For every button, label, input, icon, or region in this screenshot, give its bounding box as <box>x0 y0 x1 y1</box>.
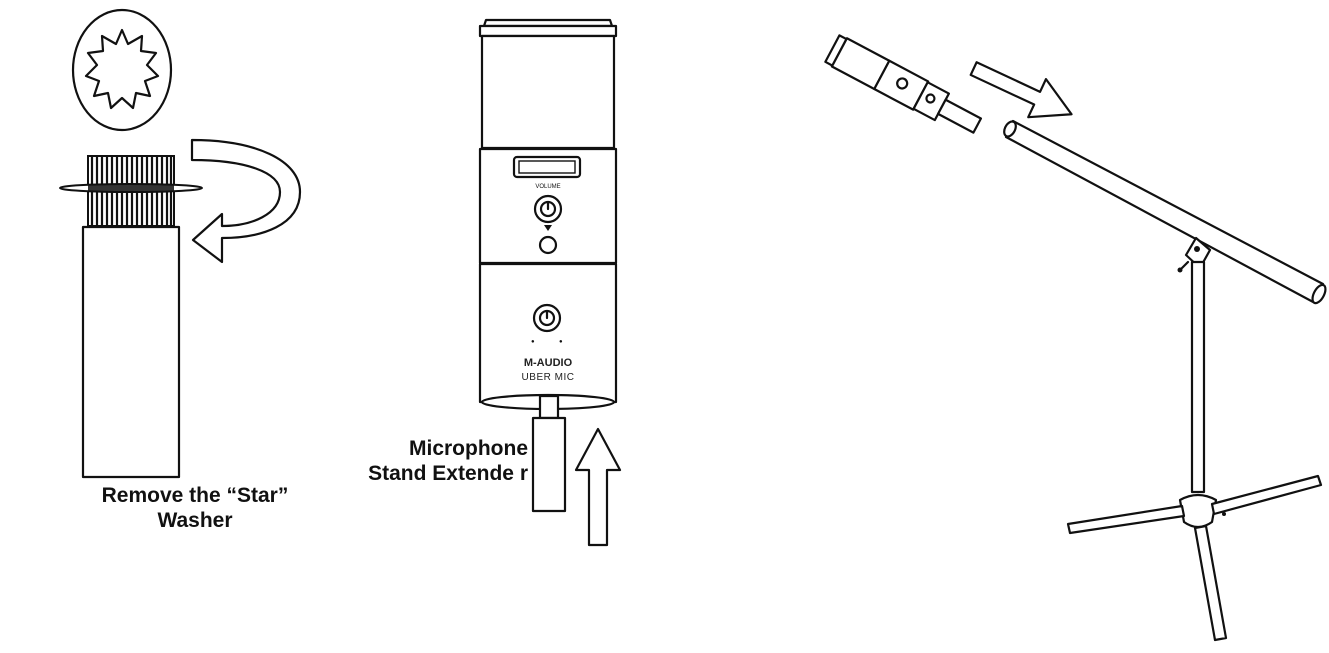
stand-tube <box>81 225 181 479</box>
angled-microphone <box>824 34 983 134</box>
stand-pole <box>1190 260 1206 494</box>
mute-button-icon <box>538 225 558 255</box>
step1-caption: Remove the “Star” Washer <box>100 483 290 533</box>
insert-arrow-icon <box>969 61 1073 119</box>
mic-lower-body <box>478 262 618 404</box>
step3-illustration <box>824 34 1327 642</box>
step2-caption-line-1: Microphone <box>409 437 528 460</box>
mic-display <box>512 155 582 179</box>
svg-text:●: ● <box>559 339 563 345</box>
tripod-legs <box>1066 474 1323 642</box>
mic-brand: M-AUDIO <box>524 357 573 369</box>
stand-extender <box>531 394 567 513</box>
mic-grille <box>480 34 616 150</box>
svg-text:VOLUME: VOLUME <box>535 184 560 190</box>
gain-knob-icon <box>532 303 562 333</box>
step1-illustration <box>59 8 302 479</box>
star-washer-icon <box>71 8 173 132</box>
threaded-stand-top <box>59 155 203 227</box>
volume-knob-icon <box>533 194 563 224</box>
rotate-arrow-icon <box>190 138 302 264</box>
svg-text:●: ● <box>531 339 535 345</box>
mic-top-rim <box>478 24 618 38</box>
up-arrow-icon <box>574 427 622 547</box>
step2-illustration: VOLUME ● ● M-AUDIO UBER MIC <box>478 18 622 547</box>
boom-arm <box>1003 119 1327 305</box>
step2-caption: Microphone Stand Extende r <box>300 436 528 486</box>
step2-caption-line-2: Stand Extende r <box>368 462 528 485</box>
tripod-hub <box>1178 493 1218 529</box>
step1-caption-line-1: Remove the “Star” <box>101 484 289 507</box>
mic-model: UBER MIC <box>522 372 575 383</box>
step1-caption-line-2: Washer <box>157 509 233 532</box>
